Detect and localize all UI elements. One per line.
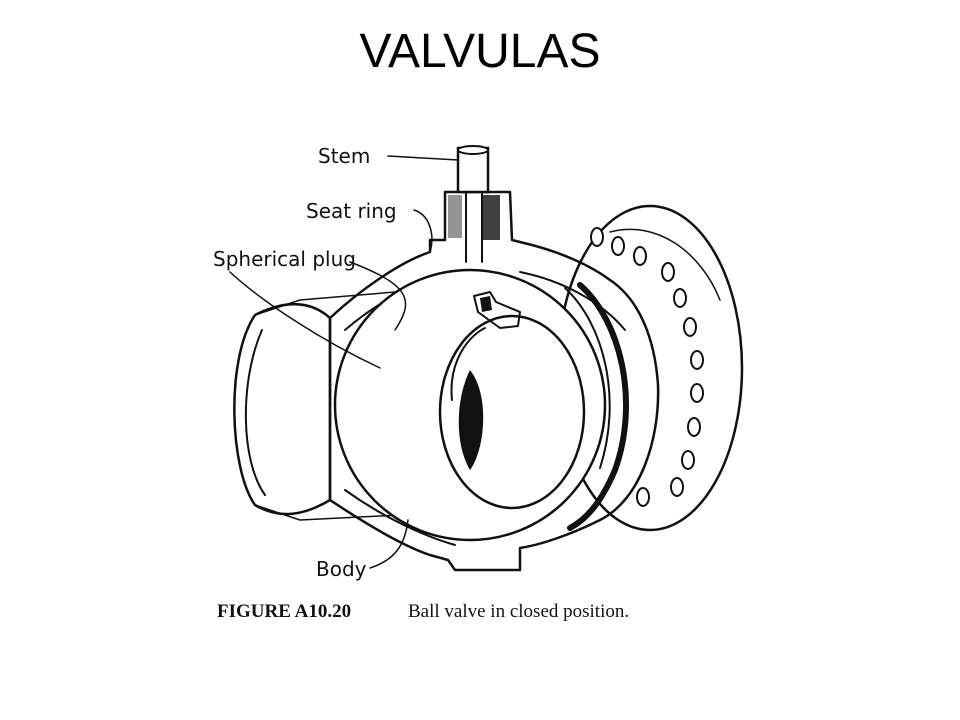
stem-label: Stem [318,144,370,168]
body-leader [369,519,409,569]
figure-number: FIGURE A10.20 [217,601,351,622]
spherical-plug-label: Spherical plug [213,247,356,271]
stem-leader [387,155,459,161]
valve-body [233,190,660,572]
seat-ring-leader [413,209,433,253]
figure-caption: Ball valve in closed position. [408,601,629,622]
slide-title: VALVULAS [359,25,601,78]
callout-leaders [229,155,459,569]
body-label: Body [316,557,367,581]
flange-bolt-holes [590,227,704,507]
spherical-plug-leader [349,261,407,331]
seat-ring-label: Seat ring [306,199,397,223]
spherical-plug [333,268,607,542]
spherical-plug-leader-2 [229,271,381,369]
stem [448,145,500,263]
